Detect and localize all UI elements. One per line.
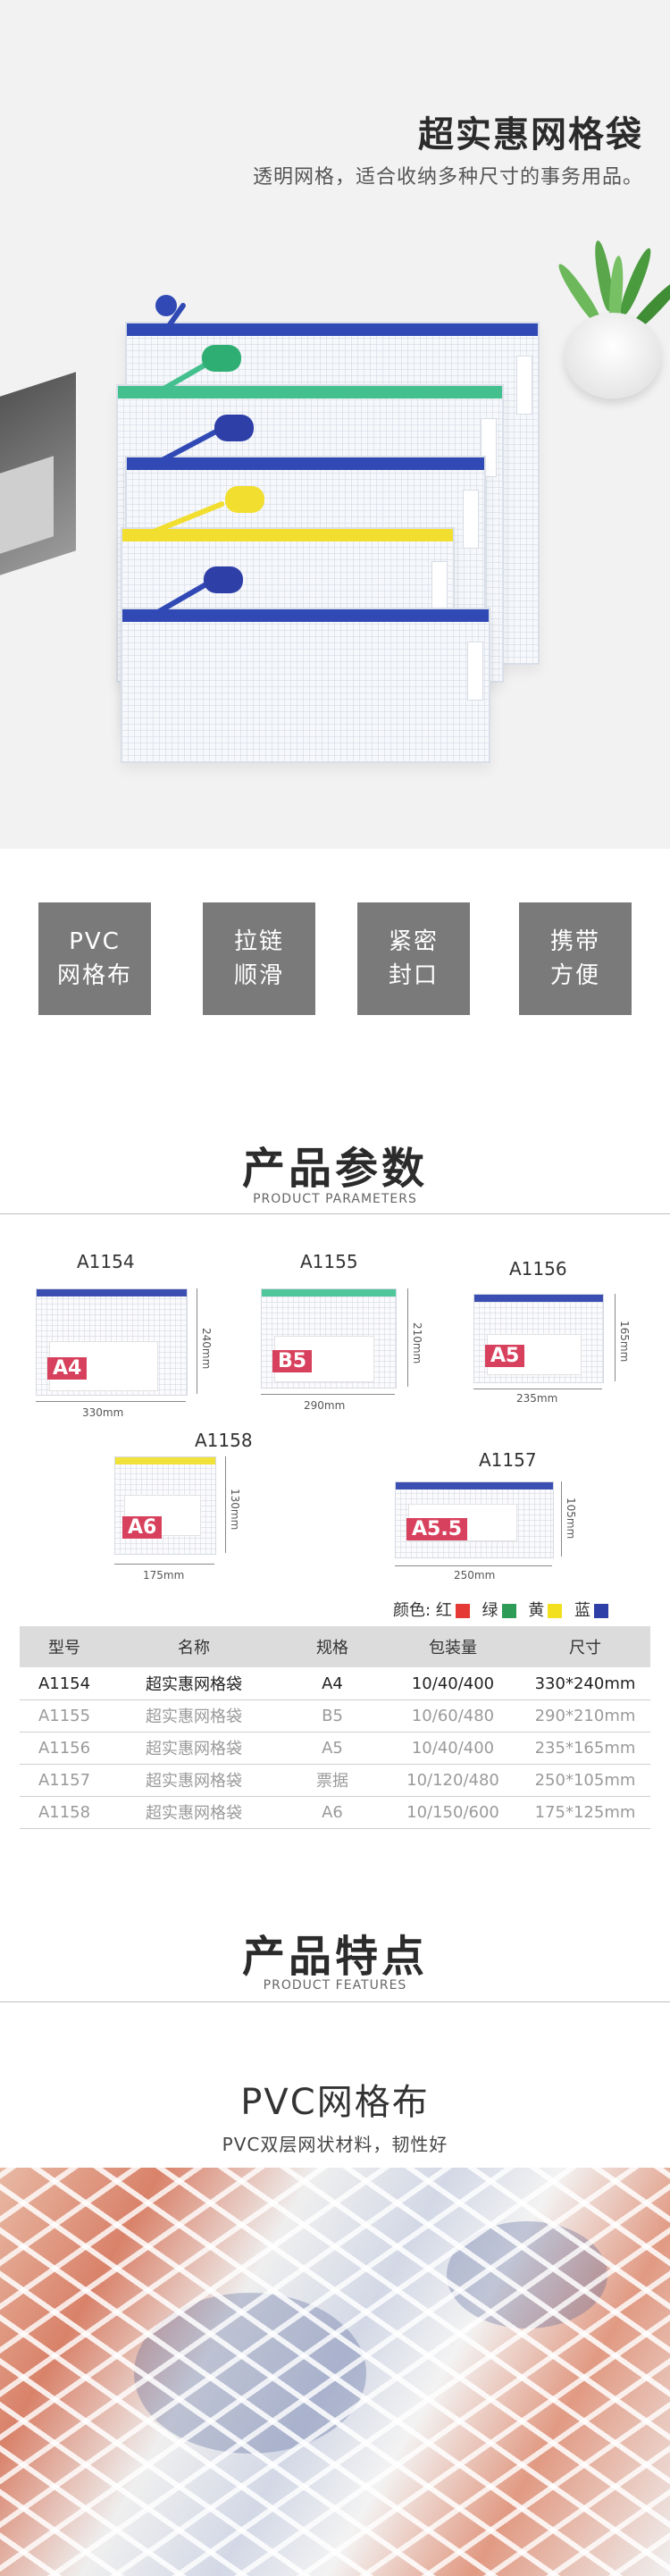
product-a1157: A1157 A5.5 105mm 250mm bbox=[382, 1449, 597, 1592]
params-section-subtitle: PRODUCT PARAMETERS bbox=[253, 1192, 417, 1206]
product-height: 165mm bbox=[618, 1321, 631, 1363]
product-a1154: A1154 A4 240mm 330mm bbox=[27, 1251, 214, 1430]
features-section-title: 产品特点 bbox=[241, 1932, 428, 1982]
cell-model: A1155 bbox=[38, 1706, 91, 1725]
cell-packing: 10/150/600 bbox=[406, 1802, 499, 1822]
product-model: A1157 bbox=[479, 1449, 537, 1471]
header-size: 尺寸 bbox=[569, 1639, 601, 1657]
cell-size: 330*240mm bbox=[534, 1674, 636, 1693]
product-width: 290mm bbox=[304, 1399, 346, 1412]
cell-packing: 10/40/400 bbox=[411, 1674, 495, 1693]
product-a1155: A1155 B5 210mm 290mm bbox=[255, 1251, 443, 1430]
color-option-yellow: 黄 bbox=[528, 1601, 545, 1620]
cell-size: 250*105mm bbox=[534, 1770, 636, 1790]
feature-badges: PVC 网格布 拉链 顺滑 紧密 封口 携带 方便 bbox=[0, 902, 670, 1028]
cell-spec: A4 bbox=[322, 1674, 343, 1693]
feature-badge-line1: 携带 bbox=[549, 928, 600, 955]
table-row: A1154 超实惠网格袋 A4 10/40/400 330*240mm bbox=[20, 1667, 650, 1700]
cell-model: A1156 bbox=[38, 1738, 91, 1758]
cell-spec: 票据 bbox=[316, 1772, 348, 1791]
feature-badge-line2: 网格布 bbox=[56, 962, 132, 989]
color-label: 颜色: bbox=[393, 1601, 431, 1620]
cell-size: 235*165mm bbox=[534, 1738, 636, 1758]
product-height: 130mm bbox=[229, 1489, 241, 1531]
hero-title: 超实惠网格袋 bbox=[418, 114, 643, 155]
cell-name: 超实惠网格袋 bbox=[146, 1772, 242, 1791]
product-model: A1156 bbox=[509, 1258, 567, 1280]
header-model: 型号 bbox=[48, 1639, 80, 1657]
cell-model: A1154 bbox=[38, 1674, 91, 1693]
product-model: A1155 bbox=[300, 1251, 358, 1272]
header-packing: 包装量 bbox=[429, 1639, 477, 1657]
color-swatch-yellow bbox=[548, 1604, 563, 1618]
feature-badge-pvc: PVC 网格布 bbox=[38, 902, 151, 1015]
product-width: 250mm bbox=[454, 1569, 496, 1582]
product-width: 330mm bbox=[82, 1406, 124, 1419]
table-row: A1158 超实惠网格袋 A6 10/150/600 175*125mm bbox=[20, 1796, 650, 1829]
product-height: 105mm bbox=[565, 1498, 577, 1540]
cell-packing: 10/60/480 bbox=[411, 1706, 495, 1725]
color-options: 颜色: 红 绿 黄 蓝 bbox=[393, 1598, 661, 1624]
product-width: 175mm bbox=[143, 1569, 185, 1582]
product-height: 210mm bbox=[411, 1322, 423, 1364]
cell-name: 超实惠网格袋 bbox=[146, 1675, 242, 1694]
feature-badge-line2: 方便 bbox=[549, 962, 600, 989]
cell-name: 超实惠网格袋 bbox=[146, 1804, 242, 1823]
spec-table-header: 型号 名称 规格 包装量 尺寸 bbox=[20, 1626, 650, 1667]
feature-badge-line2: 封口 bbox=[388, 962, 439, 989]
params-section-title: 产品参数 bbox=[241, 1144, 428, 1194]
cell-name: 超实惠网格袋 bbox=[146, 1740, 242, 1758]
features-divider bbox=[0, 2001, 670, 2002]
product-height: 240mm bbox=[200, 1328, 213, 1370]
table-row: A1156 超实惠网格袋 A5 10/40/400 235*165mm bbox=[20, 1732, 650, 1765]
product-a1156: A1156 A5 165mm 235mm bbox=[468, 1258, 656, 1437]
header-spec: 规格 bbox=[316, 1639, 348, 1657]
feature-badge-line1: 紧密 bbox=[388, 928, 439, 955]
feature-badge-zipper: 拉链 顺滑 bbox=[203, 902, 315, 1015]
color-swatch-green bbox=[501, 1604, 516, 1618]
feature-badge-line1: PVC bbox=[69, 928, 121, 955]
feature-badge-seal: 紧密 封口 bbox=[357, 902, 470, 1015]
header-name: 名称 bbox=[178, 1639, 210, 1657]
product-size: A6 bbox=[122, 1516, 163, 1539]
feature-badge-line1: 拉链 bbox=[233, 928, 284, 955]
feature-badge-line2: 顺滑 bbox=[233, 962, 284, 989]
color-option-blue: 蓝 bbox=[574, 1601, 591, 1620]
mesh-feature-title: PVC网格布 bbox=[240, 2082, 430, 2123]
mesh-bag-stack-illustration bbox=[116, 295, 563, 763]
color-option-green: 绿 bbox=[482, 1601, 498, 1620]
color-swatch-red bbox=[455, 1604, 470, 1618]
params-divider bbox=[0, 1213, 670, 1214]
hero-banner: 超实惠网格袋 透明网格，适合收纳多种尺寸的事务用品。 bbox=[0, 0, 670, 849]
product-width: 235mm bbox=[516, 1392, 558, 1405]
cell-name: 超实惠网格袋 bbox=[146, 1708, 242, 1726]
product-a1158: A1158 A6 130mm 175mm bbox=[102, 1430, 289, 1599]
table-row: A1155 超实惠网格袋 B5 10/60/480 290*210mm bbox=[20, 1699, 650, 1733]
product-size: A5 bbox=[485, 1345, 525, 1367]
cell-spec: A6 bbox=[322, 1802, 343, 1822]
cell-packing: 10/40/400 bbox=[411, 1738, 495, 1758]
mesh-material-photo bbox=[0, 2168, 670, 2576]
cell-model: A1158 bbox=[38, 1802, 91, 1822]
feature-badge-portable: 携带 方便 bbox=[519, 902, 632, 1015]
cell-size: 290*210mm bbox=[534, 1706, 636, 1725]
cell-spec: B5 bbox=[322, 1706, 343, 1725]
color-swatch-blue bbox=[594, 1604, 609, 1618]
product-size: A4 bbox=[47, 1357, 88, 1380]
features-section-subtitle: PRODUCT FEATURES bbox=[263, 1978, 407, 1993]
cell-size: 175*125mm bbox=[534, 1802, 636, 1822]
table-row: A1157 超实惠网格袋 票据 10/120/480 250*105mm bbox=[20, 1764, 650, 1797]
cell-spec: A5 bbox=[322, 1738, 343, 1758]
product-size: A5.5 bbox=[406, 1518, 467, 1540]
product-size: B5 bbox=[272, 1350, 313, 1372]
cell-model: A1157 bbox=[38, 1770, 91, 1790]
mesh-feature-subtitle: PVC双层网状材料，韧性好 bbox=[222, 2134, 448, 2155]
plant-pot bbox=[565, 313, 661, 399]
product-model: A1154 bbox=[77, 1251, 135, 1272]
hero-subtitle: 透明网格，适合收纳多种尺寸的事务用品。 bbox=[252, 166, 643, 189]
product-model: A1158 bbox=[195, 1430, 253, 1451]
color-option-red: 红 bbox=[435, 1601, 452, 1620]
cell-packing: 10/120/480 bbox=[406, 1770, 499, 1790]
